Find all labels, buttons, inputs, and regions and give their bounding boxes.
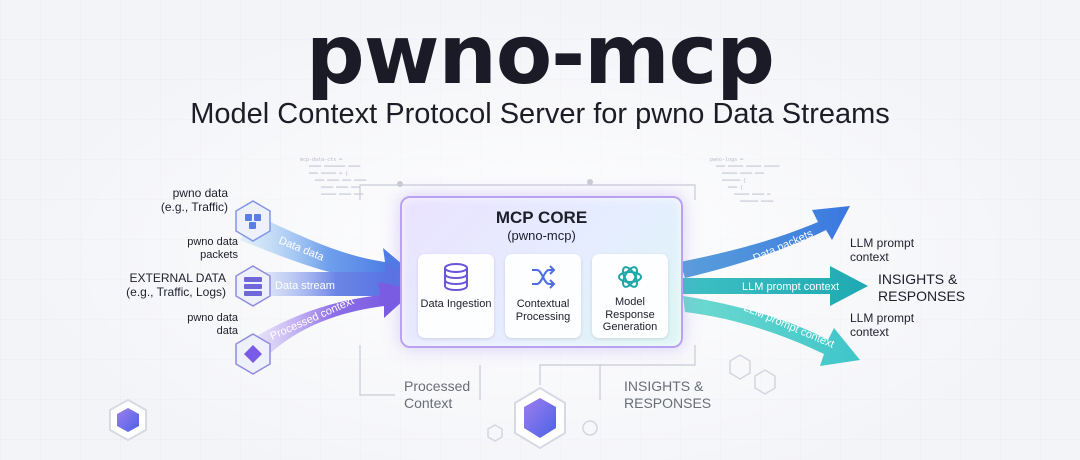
- core-subtitle: (pwno-mcp): [507, 228, 576, 243]
- arrow-out-packets: [680, 206, 850, 278]
- output-label-insights: INSIGHTS & RESPONSES: [878, 271, 966, 304]
- arrow-in-processed: [250, 282, 415, 358]
- card-model-response: Model Response Generation: [592, 254, 668, 338]
- shuffle-icon: [532, 265, 556, 289]
- mcp-core-box: MCP CORE (pwno-mcp) Data Ingestion Conte…: [400, 196, 683, 348]
- hex-icon-processed: [235, 333, 271, 375]
- database-icon: [444, 263, 468, 292]
- arrow-in-stream: [255, 262, 418, 306]
- arrow-label-llm-mid: LLM prompt context: [742, 281, 839, 293]
- arrow-out-llm-mid: [683, 266, 868, 306]
- background-code-right: pwno-logs ═ ═══ ═════ ═════ ═════ ═════ …: [710, 157, 780, 205]
- hex-logo-left: [109, 398, 147, 442]
- hex-logo-bottom: [514, 386, 566, 450]
- core-title: MCP CORE: [495, 208, 588, 227]
- page-subtitle: Model Context Protocol Server for pwno D…: [190, 98, 890, 130]
- card-data-ingestion: Data Ingestion: [418, 254, 494, 338]
- decorative-nodes: [487, 354, 776, 442]
- hex-icon-traffic: [235, 200, 271, 242]
- card-contextual-processing: Contextual Processing: [505, 254, 581, 338]
- connector-lines: [359, 184, 696, 400]
- bottom-label-insights: INSIGHTS &RESPONSES: [624, 378, 712, 411]
- arrow-label-processed: Processed context: [268, 295, 356, 343]
- arrow-label-data-stream: Data stream: [275, 280, 335, 292]
- input-label-traffic: pwno data(e.g., Traffic): [160, 186, 228, 215]
- background-code-left: mcp-data-ctx ═ ════ ═══════ ════ ═══ ═══…: [300, 157, 367, 198]
- page-title: pwno-mcp: [306, 8, 775, 103]
- server-icon: [235, 265, 271, 307]
- arrow-out-llm-low: [683, 296, 860, 366]
- input-label-external: EXTERNAL DATA (e.g., Traffic, Logs): [126, 271, 226, 300]
- openai-knot-icon: [618, 266, 642, 288]
